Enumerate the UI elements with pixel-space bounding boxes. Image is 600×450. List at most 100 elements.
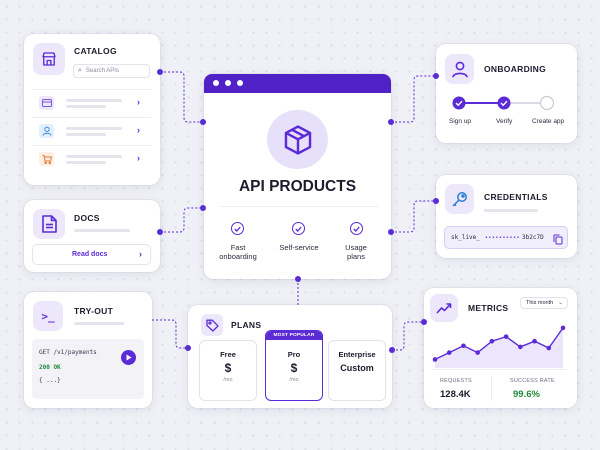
metrics-tile (430, 294, 458, 322)
key-icon (452, 191, 467, 207)
catalog-row-card[interactable]: › (32, 89, 151, 115)
tag-icon (205, 319, 219, 332)
run-button[interactable] (121, 350, 136, 365)
terminal-icon: >_ (41, 309, 55, 323)
docs-title: DOCS (74, 213, 100, 223)
step-done-icon (452, 96, 466, 110)
plan-pro[interactable]: MOST POPULAR Pro $ /mo (265, 330, 323, 401)
row-text-placeholder (66, 105, 106, 108)
plan-price: $ (224, 361, 232, 375)
tryout-tile: >_ (33, 301, 63, 331)
catalog-tile (33, 43, 65, 75)
read-docs-button[interactable]: Read docs › (32, 244, 151, 265)
sparkline-line (434, 327, 564, 361)
sparkline-point (461, 343, 466, 349)
step-pending-icon (539, 95, 555, 111)
onboarding-stepper (452, 95, 555, 111)
step-label: Create app (532, 118, 565, 125)
trend-icon (436, 303, 452, 314)
step-label: Verify (496, 118, 513, 125)
metrics-divider (432, 369, 566, 370)
connector-dot (185, 345, 191, 351)
plan-period: /mo (289, 377, 299, 383)
metrics-sparkline (432, 325, 566, 368)
connector-dot (157, 229, 163, 235)
connector-dot (433, 198, 439, 204)
onboarding-title: ONBOARDING (484, 64, 547, 74)
sparkline-point (503, 334, 509, 339)
sparkline-point (446, 350, 452, 355)
plan-name: Enterprise (338, 350, 376, 359)
sparkline-point (432, 357, 438, 362)
chevron-right-icon: › (137, 125, 140, 135)
api-key-prefix: sk_live_ (451, 234, 480, 241)
api-key-mask: •••••••••• (484, 234, 521, 241)
search-icon: ⌕ (78, 67, 82, 74)
sparkline-point (518, 344, 523, 350)
connector-dot (200, 205, 206, 211)
connector-dot (295, 276, 301, 282)
sparkline-area (435, 327, 563, 368)
stat-label: REQUESTS (440, 378, 472, 384)
feature-self-service: Self-service (273, 243, 325, 252)
search-placeholder: Search APIs (85, 68, 119, 74)
plan-free[interactable]: Free $ /mo (199, 340, 257, 401)
metrics-title: METRICS (468, 303, 509, 313)
check-icon (292, 222, 305, 235)
feature-usage-plans: Usage plans (333, 243, 379, 261)
most-popular-badge: MOST POPULAR (266, 331, 322, 340)
plan-price: Custom (340, 363, 374, 373)
stat-value-success: 99.6% (513, 389, 540, 400)
row-text-placeholder (66, 99, 122, 102)
code-sample: GET /v1/payments 200 OK { ...} (32, 339, 144, 399)
sparkline-point (475, 350, 480, 355)
api-key-suffix: 3b2c7D (522, 234, 544, 241)
plan-price: $ (290, 361, 298, 375)
check-icon (350, 222, 363, 235)
credentials-text-placeholder (484, 209, 538, 212)
onboarding-tile (445, 54, 474, 84)
step-done-icon (497, 96, 511, 110)
connector-dot (388, 229, 394, 235)
sparkline-point (560, 325, 566, 331)
range-value: This month (526, 300, 554, 306)
sparkline-point (532, 338, 537, 344)
connector-dot (200, 119, 206, 125)
window-dot (237, 80, 243, 86)
row-text-placeholder (66, 133, 106, 136)
window-titlebar (204, 74, 391, 93)
plan-period: /mo (223, 377, 233, 383)
connector-dot (433, 73, 439, 79)
docs-tile (33, 209, 65, 239)
api-products-card (204, 74, 391, 279)
stat-label: SUCCESS RATE (510, 378, 555, 384)
credentials-tile (445, 184, 474, 214)
chevron-right-icon: › (139, 249, 142, 259)
copy-icon[interactable] (553, 232, 563, 245)
range-select[interactable]: This month ⌄ (520, 297, 568, 309)
step-label: Sign up (449, 118, 472, 125)
package-icon (267, 110, 328, 169)
api-key-field[interactable]: sk_live_ •••••••••• 3b2c7D (444, 226, 568, 249)
connector-dot (157, 69, 163, 75)
catalog-row-user[interactable]: › (32, 117, 151, 143)
play-icon (126, 354, 131, 361)
docs-text-placeholder (74, 229, 130, 232)
divider (220, 206, 378, 207)
row-text-placeholder (66, 155, 122, 158)
cart-icon (39, 152, 54, 166)
request-line: GET /v1/payments (39, 349, 97, 356)
tryout-title: TRY-OUT (74, 306, 114, 316)
plan-enterprise[interactable]: Enterprise Custom (328, 340, 386, 401)
feature-line: onboarding (219, 252, 257, 261)
stat-divider (491, 376, 492, 401)
feature-line: plans (347, 252, 365, 261)
search-input[interactable]: ⌕ Search APIs (73, 64, 150, 78)
connector-dot (388, 119, 394, 125)
user-icon (39, 124, 54, 138)
sparkline-point (546, 345, 552, 351)
check-icon (231, 222, 244, 235)
response-status: 200 OK (39, 364, 61, 371)
card-icon (39, 96, 54, 110)
catalog-row-cart[interactable]: › (32, 145, 151, 171)
